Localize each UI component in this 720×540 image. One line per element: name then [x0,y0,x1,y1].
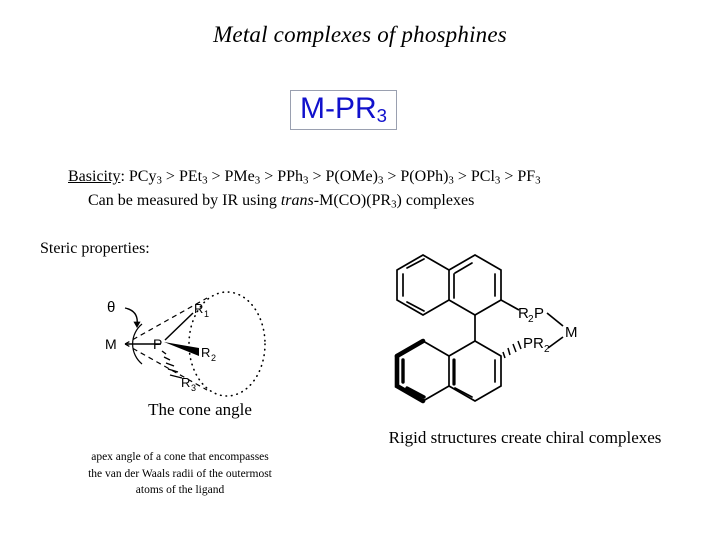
basicity-item-subscript: 3 [448,174,454,187]
basicity-line: Basicity: PCy3 > PEt3 > PMe3 > PPh3 > P(… [68,168,541,187]
basicity-operator: > [161,168,179,185]
basicity-operator: > [308,168,326,185]
lower-phosphorus-metal-bond [547,336,564,349]
basicity-operator: > [383,168,401,185]
basicity-item: PCl3 [470,168,501,187]
cone-r1-subscript: 1 [204,309,209,319]
upper-phosphine-subscript: 2 [528,314,534,325]
lower-phosphine-subscript: 2 [544,344,550,355]
cone-upper-edge [124,297,208,345]
formula-base: M-PR [300,92,377,125]
basicity-item-subscript: 3 [535,174,541,187]
cone-lower-edge [124,343,208,391]
basicity-item-formula: PCy [128,168,157,185]
formula-subscript: 3 [376,105,387,127]
basicity-item-formula: P(OMe) [325,168,378,185]
cone-r3-subscript: 3 [191,383,196,393]
basicity-label: Basicity [68,168,121,185]
basicity-item-formula: PPh [277,168,304,185]
basicity-item-subscript: 3 [202,174,208,187]
basicity-item-subscript: 3 [494,174,501,187]
basicity-item: PCy3 [128,168,162,187]
p-r3-hashed-bond [161,350,183,379]
basicity-item-subscript: 3 [303,174,309,187]
steric-properties-heading: Steric properties: [40,240,150,257]
binap-caption: Rigid structures create chiral complexes [388,428,662,447]
cone-base-ellipse [188,291,266,397]
cone-phosphorus-label: P [153,336,162,352]
upper-phosphine-r-label: R [518,305,529,322]
ir-note-suffix: ) complexes [396,192,475,209]
binap-metal-complex-diagram: R 2 P M PR 2 [385,238,590,408]
basicity-item-formula: P(OPh) [400,168,449,185]
basicity-item-formula: PF [517,168,536,185]
basicity-item: PEt3 [178,168,208,187]
p-r2-wedge-bond [164,342,199,356]
cone-angle-definition-note: apex angle of a cone that encompasses th… [40,449,320,499]
formula-box-m-pr3: M-PR3 [290,90,397,130]
basicity-item-formula: PEt [178,168,203,185]
basicity-operator: > [207,168,225,185]
ir-note-middle: -M(CO)(PR [313,192,392,209]
lower-ring-phosphorus-hashed-bond [502,340,522,359]
ir-note-italic-trans: trans [280,192,314,209]
ir-note-subscript: 3 [391,198,397,211]
basicity-item: P(OMe)3 [325,168,384,187]
lower-phosphine-label: PR [523,335,544,352]
basicity-item-subscript: 3 [156,174,162,187]
basicity-operator: > [260,168,278,185]
cone-angle-diagram: θ M P R 1 R 2 R 3 [95,288,305,403]
lower-naphthalene [394,338,502,404]
basicity-item-subscript: 3 [254,174,261,187]
p-r1-bond [164,312,194,341]
basicity-operator: > [500,168,518,185]
cone-metal-label: M [105,336,117,352]
basicity-item-subscript: 3 [377,174,384,187]
cone-angle-caption: The cone angle [148,400,252,419]
page-title: Metal complexes of phosphines [213,22,507,47]
cone-r1-label: R [194,301,203,316]
basicity-item-formula: PMe [224,168,255,185]
theta-label: θ [107,299,115,316]
cone-r3-label: R [181,375,190,390]
basicity-item: P(OPh)3 [400,168,454,187]
binap-metal-label: M [565,324,578,341]
cone-r2-label: R [201,345,210,360]
basicity-item: PF3 [517,168,541,187]
basicity-item-formula: PCl [470,168,495,185]
ir-note-prefix: Can be measured by IR using [88,192,281,209]
upper-ring-phosphorus-bond [500,299,520,311]
basicity-colon: : [120,168,129,185]
upper-naphthalene [396,254,502,316]
upper-phosphorus-metal-bond [546,312,564,327]
upper-phosphine-p-label: P [534,305,544,322]
basicity-item: PMe3 [224,168,261,187]
basicity-operator: > [453,168,471,185]
cone-note-line-3: atoms of the ligand [135,484,225,497]
basicity-item: PPh3 [277,168,309,187]
theta-arrowhead [133,321,141,328]
cone-note-line-1: apex angle of a cone that encompasses [91,451,269,463]
ir-measurement-note: Can be measured by IR using trans-M(CO)(… [88,192,474,211]
cone-note-line-2: the van der Waals radii of the outermost [88,467,272,480]
cone-angle-svg: θ M P R 1 R 2 R 3 [105,291,266,397]
binap-svg: R 2 P M PR 2 [394,254,578,404]
basicity-sequence: PCy3 > PEt3 > PMe3 > PPh3 > P(OMe)3 > P(… [128,168,541,187]
cone-r2-subscript: 2 [211,353,216,363]
